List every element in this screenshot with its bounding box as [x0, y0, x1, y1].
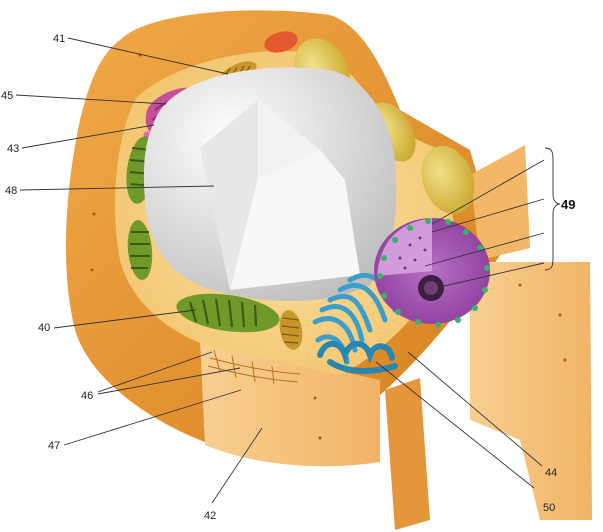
labels: 41 45 43 48 40 46 47 42 49 44 50 — [1, 33, 575, 522]
label-47: 47 — [48, 440, 60, 452]
label-42: 42 — [204, 510, 216, 522]
label-40: 40 — [38, 322, 50, 334]
nucleoplasm-cut — [377, 218, 432, 276]
leader-lines — [15, 37, 561, 504]
label-43: 43 — [7, 143, 19, 155]
central-vacuole — [143, 67, 397, 302]
label-41: 41 — [53, 33, 65, 45]
nucleus — [374, 218, 490, 328]
label-48: 48 — [5, 185, 17, 197]
label-49: 49 — [561, 197, 575, 212]
label-45: 45 — [1, 90, 13, 102]
vacuole-cut-left — [200, 100, 258, 290]
label-44: 44 — [545, 467, 557, 479]
chromatin-dots — [398, 236, 427, 270]
cell-wall-flap-bottom — [385, 378, 430, 530]
chloroplast-bottom — [176, 293, 280, 333]
plastid-right — [421, 146, 475, 214]
mitochondrion-bottom — [279, 310, 303, 350]
label-46: 46 — [81, 390, 93, 402]
vacuole-cut-right — [230, 150, 360, 290]
chloroplast-left-lower — [127, 220, 153, 280]
cell-wall-right-face — [470, 262, 592, 520]
smooth-er — [317, 340, 398, 374]
cell-wall-flap-top — [470, 145, 530, 260]
cell-wall-channels — [207, 349, 301, 385]
peroxisome — [264, 31, 298, 53]
nuclear-pores — [377, 218, 490, 328]
label-50: 50 — [543, 502, 555, 514]
